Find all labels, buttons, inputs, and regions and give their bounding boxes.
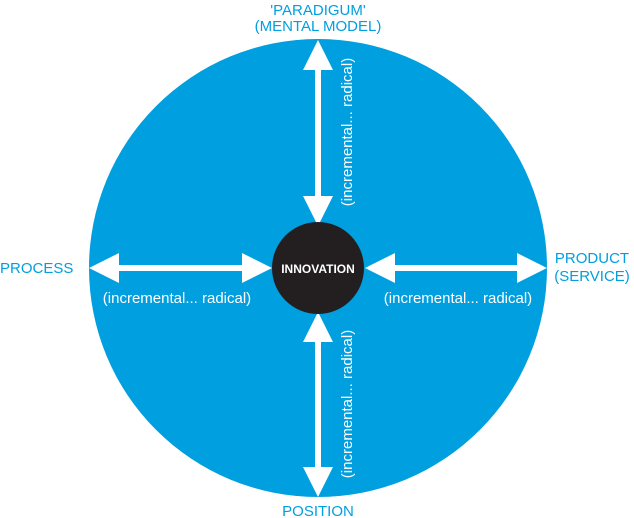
bottom-arrow (303, 312, 333, 497)
right-arrow (365, 253, 547, 283)
top-axis-label-line1: 'PARADIGUM' (270, 2, 366, 19)
top-axis-label-line2: (MENTAL MODEL) (255, 18, 382, 35)
top-range-label: (incremental... radical) (339, 58, 356, 206)
bottom-range-label: (incremental... radical) (339, 330, 356, 478)
right-range-label: (incremental... radical) (384, 290, 532, 307)
left-axis-label: PROCESS (0, 260, 73, 277)
top-arrow (303, 40, 333, 226)
bottom-axis-label: POSITION (282, 503, 354, 518)
innovation-label: INNOVATION (281, 262, 355, 276)
left-range-label: (incremental... radical) (103, 290, 251, 307)
right-axis-label-line1: PRODUCT (555, 250, 629, 267)
innovation-node (272, 222, 364, 314)
left-arrow (89, 253, 272, 283)
right-axis-label-line2: (SERVICE) (554, 268, 630, 285)
